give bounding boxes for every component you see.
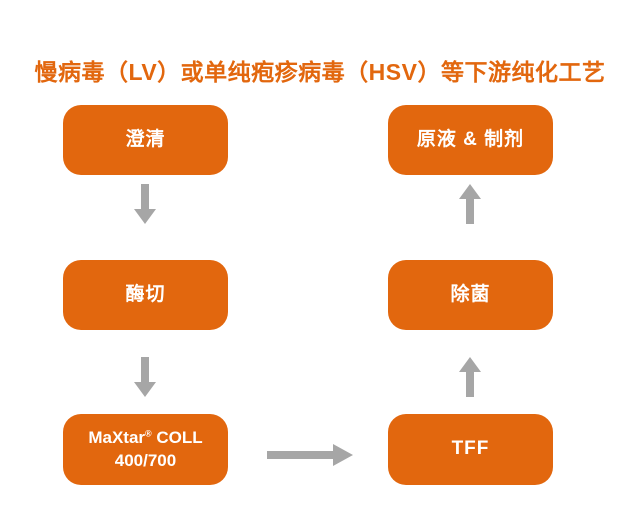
brand-name: MaXtar: [88, 428, 146, 448]
right-arrow-icon: [267, 444, 353, 466]
flow-node-bulk-formulation: 原液 & 制剂: [388, 105, 553, 175]
flow-node-label: 原液 & 制剂: [416, 128, 525, 150]
up-arrow-icon: [459, 184, 481, 224]
down-arrow-icon: [134, 184, 156, 224]
flow-node-label: 除菌: [450, 283, 491, 305]
down-arrow-icon: [134, 357, 156, 397]
model-number: 400/700: [114, 450, 177, 470]
flow-node-tff: TFF: [388, 414, 553, 485]
flow-node-label: MaXtar® COLL 400/700: [88, 427, 202, 471]
up-arrow-icon: [459, 357, 481, 397]
flow-node-label: 酶切: [125, 283, 166, 305]
page-title: 慢病毒（LV）或单纯疱疹病毒（HSV）等下游纯化工艺: [34, 59, 606, 85]
flow-node-label: 澄清: [125, 128, 166, 150]
flow-node-label: TFF: [451, 438, 490, 460]
flow-node-clarification: 澄清: [63, 105, 228, 175]
registered-mark: ®: [145, 428, 152, 439]
flow-node-enzyme-digestion: 酶切: [63, 260, 228, 330]
brand-suffix: COLL: [151, 428, 203, 448]
flow-node-maxtar-coll: MaXtar® COLL 400/700: [63, 414, 228, 485]
flow-node-sterile-filtration: 除菌: [388, 260, 553, 330]
